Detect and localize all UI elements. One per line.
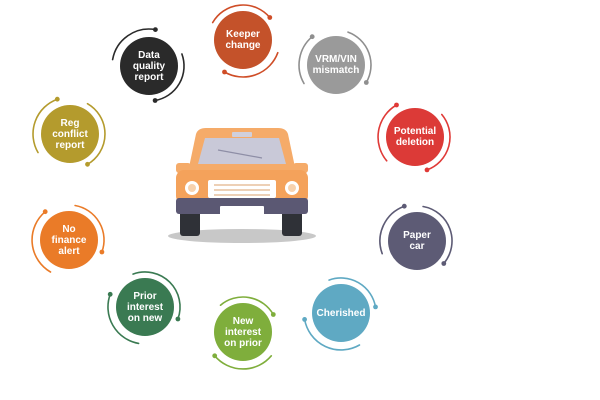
arc-dot-paper-car-1 [401, 203, 407, 209]
arc-cherished-0 [328, 277, 377, 308]
node-prior-interest-on-new[interactable]: Prior interest on new [116, 278, 174, 336]
arc-keeper-change-1 [223, 51, 279, 78]
arc-dot-keeper-change-0 [267, 15, 273, 20]
arc-dot-no-finance-alert-0 [99, 249, 105, 255]
node-potential-deletion[interactable]: Potential deletion [386, 108, 444, 166]
arc-new-interest-on-prior-1 [213, 355, 273, 370]
arc-dot-data-quality-report-0 [152, 98, 158, 103]
arc-cherished-1 [303, 318, 361, 351]
node-data-quality-report[interactable]: Data quality report [120, 37, 178, 95]
arc-dot-new-interest-on-prior-0 [270, 312, 276, 317]
arc-keeper-change-0 [211, 4, 271, 24]
car-shadow [168, 229, 316, 243]
arc-dot-keeper-change-1 [222, 69, 227, 75]
node-reg-conflict-report[interactable]: Reg conflict report [41, 105, 99, 163]
arc-dot-reg-conflict-report-1 [54, 96, 60, 102]
node-vrm-vin-mismatch[interactable]: VRM/VIN mismatch [307, 36, 365, 94]
node-cherished[interactable]: Cherished [312, 284, 370, 342]
headlight-right-inner [288, 184, 296, 192]
headlight-left-inner [188, 184, 196, 192]
arc-reg-conflict-report-1 [32, 98, 59, 154]
arc-dot-prior-interest-on-new-1 [107, 291, 113, 297]
node-no-finance-alert[interactable]: No finance alert [40, 211, 98, 269]
arc-new-interest-on-prior-0 [219, 296, 275, 316]
arc-vrm-vin-mismatch-0 [347, 31, 372, 84]
car-windshield [198, 138, 286, 164]
node-keeper-change[interactable]: Keeper change [214, 11, 272, 69]
arc-dot-potential-deletion-1 [394, 102, 399, 108]
arc-dot-no-finance-alert-1 [42, 209, 48, 215]
arc-prior-interest-on-new-0 [132, 271, 181, 320]
arc-dot-vrm-vin-mismatch-0 [363, 80, 369, 85]
arc-dot-prior-interest-on-new-0 [175, 316, 181, 322]
arc-no-finance-alert-0 [74, 204, 105, 253]
car-tire-left [180, 210, 200, 236]
arc-dot-potential-deletion-0 [424, 167, 430, 173]
arc-prior-interest-on-new-1 [107, 293, 140, 345]
arc-potential-deletion-0 [426, 113, 451, 171]
arc-dot-paper-car-0 [441, 261, 447, 266]
windshield-glare [217, 149, 263, 159]
node-paper-car[interactable]: Paper car [388, 212, 446, 270]
license-plate [220, 206, 264, 216]
arc-dot-new-interest-on-prior-1 [212, 353, 218, 359]
arc-dot-vrm-vin-mismatch-1 [309, 34, 315, 40]
arc-reg-conflict-report-0 [86, 102, 106, 166]
arc-dot-reg-conflict-report-0 [85, 161, 90, 167]
arc-paper-car-0 [422, 205, 453, 265]
arc-data-quality-report-0 [154, 53, 185, 102]
arc-dot-cherished-0 [373, 304, 378, 310]
car-tire-right [282, 210, 302, 236]
arc-paper-car-1 [379, 205, 406, 255]
arc-data-quality-report-1 [111, 28, 157, 61]
node-new-interest-on-prior[interactable]: New interest on prior [214, 303, 272, 361]
car-mirror [232, 132, 252, 137]
arc-dot-cherished-1 [302, 317, 307, 322]
arc-no-finance-alert-1 [31, 210, 52, 273]
arc-dot-data-quality-report-1 [153, 27, 158, 32]
arc-potential-deletion-1 [377, 104, 398, 162]
arc-vrm-vin-mismatch-1 [298, 35, 313, 85]
